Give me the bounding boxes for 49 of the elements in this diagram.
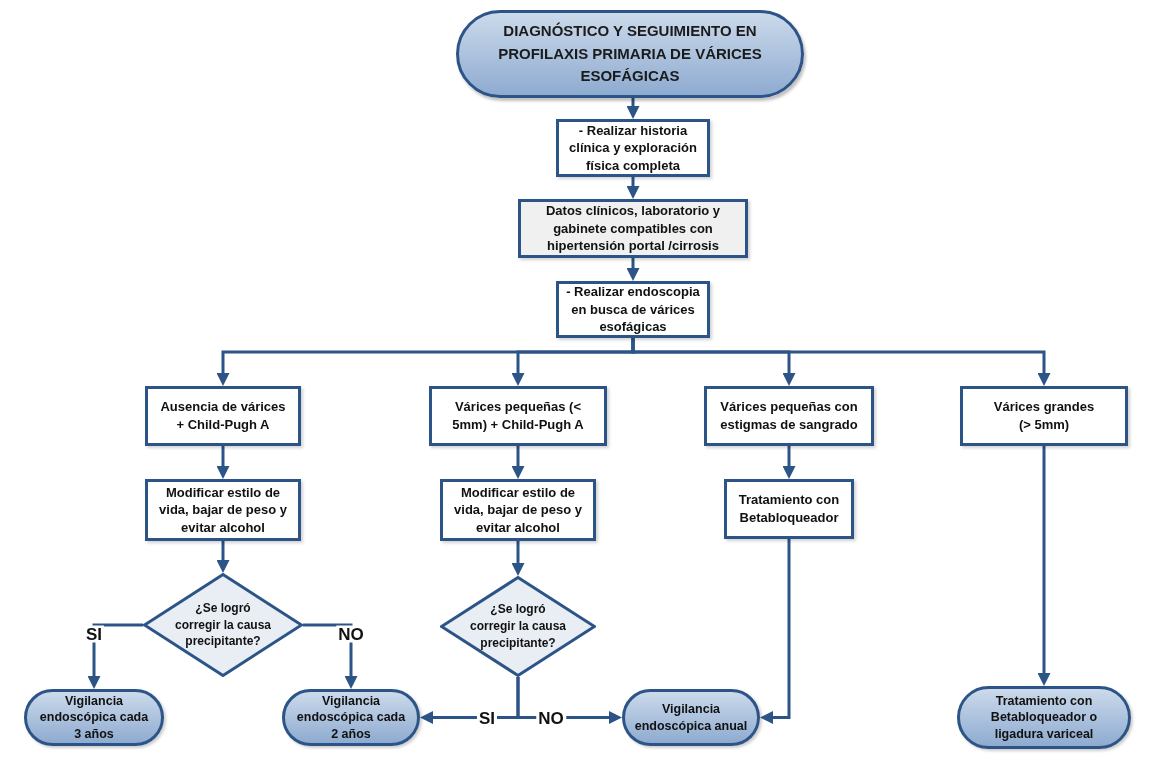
arrow	[760, 539, 791, 724]
step-text: Datos clínicos, laboratorio y gabinete compatibles con hipertensión portal /cirrosis	[544, 202, 722, 255]
outcome-text: Vigilancia endoscópica cada 3 años	[38, 693, 150, 742]
step-text: - Realizar endoscopia en busca de várices esofágicas	[565, 283, 701, 336]
question-text: ¿Se logró corregir la causa precipitante?	[469, 601, 567, 652]
edge-label: SI	[83, 625, 105, 643]
decision-diamond	[143, 573, 303, 677]
outcome-text: Vigilancia endoscópica cada 2 años	[295, 693, 407, 742]
end-terminator	[622, 689, 760, 746]
process-box	[145, 386, 301, 446]
edge-label: NO	[336, 625, 366, 643]
process-box	[556, 119, 710, 177]
heading-text: DIAGNÓSTICO Y SEGUIMIENTO EN PROFILAXIS PRIMARIA DE VÁRICES ESOFÁGICAS	[497, 21, 763, 87]
arrow	[782, 446, 796, 479]
arrow	[511, 446, 525, 479]
process-box	[960, 386, 1128, 446]
edge-label: SI	[476, 709, 498, 726]
process-box	[429, 386, 607, 446]
edge-label: NO	[536, 709, 566, 726]
step-text: Várices pequeñas (< 5mm) + Child-Pugh A	[451, 398, 585, 434]
arrow	[216, 446, 230, 479]
process-box	[440, 479, 596, 541]
step-text: Ausencia de várices + Child-Pugh A	[159, 398, 287, 434]
process-box	[556, 281, 710, 338]
step-text: Várices pequeñas con estigmas de sangrado	[719, 398, 859, 434]
process-box	[518, 199, 748, 258]
arrow	[216, 541, 230, 573]
step-text: - Realizar historia clínica y exploración física completa	[568, 121, 698, 175]
step-text: Várices grandes (> 5mm)	[992, 398, 1096, 434]
arrow	[1037, 446, 1051, 686]
process-box	[704, 386, 874, 446]
step-text: Modificar estilo de vida, bajar de peso y evitar alcohol	[158, 483, 288, 537]
step-text: Modificar estilo de vida, bajar de peso y evitar alcohol	[453, 483, 583, 537]
end-terminator	[282, 689, 420, 746]
question-text: ¿Se logró corregir la causa precipitante?	[174, 599, 272, 651]
decision-diamond	[440, 576, 596, 677]
arrow	[626, 177, 640, 199]
end-terminator	[24, 689, 164, 746]
start-terminator	[456, 10, 804, 98]
arrow	[626, 258, 640, 281]
end-terminator	[957, 686, 1131, 749]
process-box	[145, 479, 301, 541]
step-text: Tratamiento con Betabloqueador	[737, 491, 841, 527]
outcome-text: Tratamiento con Betabloqueador o ligadura variceal	[989, 693, 1099, 742]
arrow	[511, 541, 525, 576]
arrow	[626, 98, 640, 119]
process-box	[724, 479, 854, 539]
outcome-text: Vigilancia endoscópica anual	[633, 701, 749, 734]
arrow	[631, 338, 1051, 386]
